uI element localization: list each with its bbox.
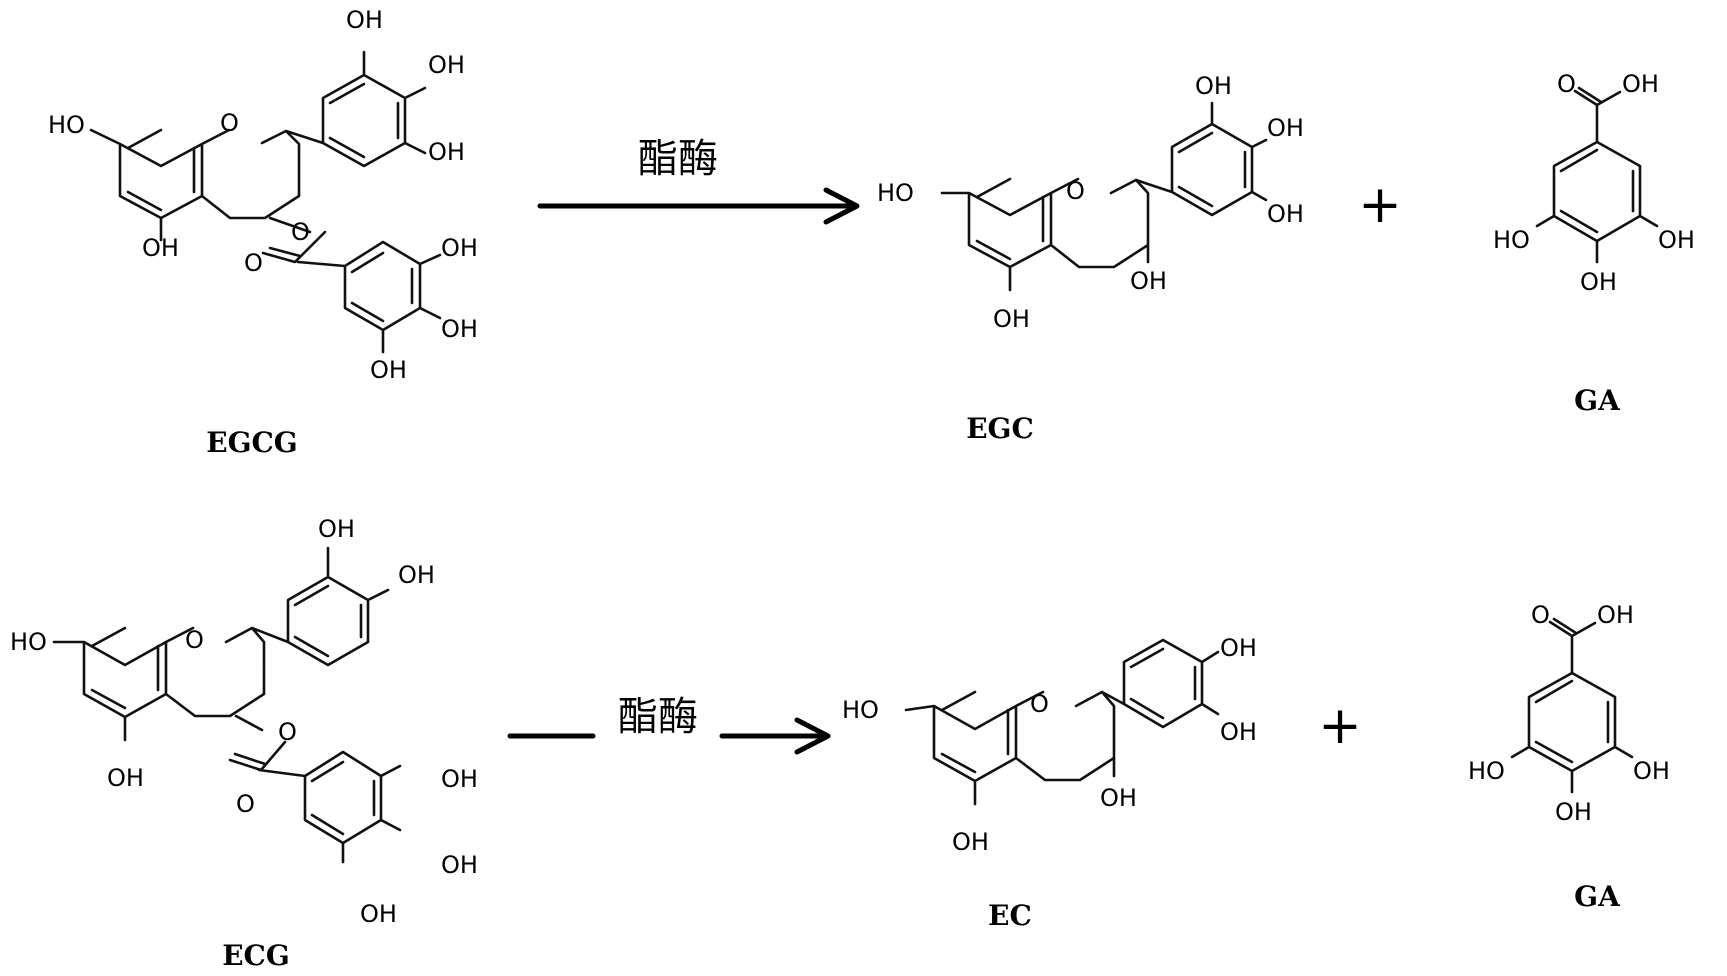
ga-1-oh4-label: OH: [1580, 268, 1617, 296]
reaction-2-plus-sign: +: [1318, 696, 1362, 756]
egc-b-oh5-label: OH: [1267, 200, 1304, 228]
molecule-ga-2: O OH HO OH OH GA: [1468, 601, 1670, 913]
ec-oh3-label: OH: [1100, 784, 1137, 812]
ga-2-name: GA: [1574, 880, 1621, 913]
ecg-ho7-label: HO: [10, 628, 47, 656]
ga-1-carbonyl-o-label: O: [1557, 70, 1576, 98]
egc-skeleton: [942, 103, 1266, 290]
ecg-oh5-label: OH: [107, 764, 144, 792]
ec-skeleton: [906, 640, 1218, 804]
ecg-g-oh3-label: OH: [441, 765, 478, 793]
egc-b-oh4-label: OH: [1267, 114, 1304, 142]
egcg-g-oh4-label: OH: [441, 315, 478, 343]
egc-ho7-label: HO: [877, 179, 914, 207]
ecg-g-oh5-label: OH: [360, 900, 397, 928]
egcg-carbonyl-o-label: O: [244, 249, 263, 277]
ecg-name: ECG: [222, 939, 290, 972]
ec-b-oh3-label: OH: [1220, 634, 1257, 662]
ga-1-oh3-label: HO: [1493, 226, 1530, 254]
reaction-2-arrow: 酯酶: [510, 694, 828, 752]
ga-1-oh5-label: OH: [1658, 226, 1695, 254]
reaction-1-enzyme-label: 酯酶: [638, 136, 718, 182]
molecule-egc: HO O OH OH OH OH OH EGC: [877, 72, 1304, 445]
ga-2-carbonyl-o-label: O: [1531, 601, 1550, 629]
egcg-skeleton: [91, 52, 440, 352]
ecg-b-oh4-label: OH: [398, 561, 435, 589]
ga-1-skeleton: [1537, 88, 1657, 262]
ga-2-oh3-label: HO: [1468, 757, 1505, 785]
molecule-ga-1: O OH HO OH OH GA: [1493, 70, 1695, 417]
ec-o1-label: O: [1030, 690, 1049, 718]
reaction-1-plus-sign: +: [1358, 175, 1402, 235]
ga-2-oh5-label: OH: [1633, 757, 1670, 785]
egcg-oh5-label: OH: [142, 234, 179, 262]
ec-name: EC: [988, 899, 1032, 932]
ecg-ester-o-label: O: [278, 718, 297, 746]
ec-ho7-label: HO: [842, 696, 879, 724]
ga-1-cooh-oh-label: OH: [1622, 70, 1659, 98]
egcg-name: EGCG: [206, 426, 297, 459]
ecg-g-oh4-label: OH: [441, 851, 478, 879]
egcg-b-oh3-label: OH: [346, 6, 383, 34]
egc-o1-label: O: [1066, 177, 1085, 205]
ga-2-skeleton: [1512, 619, 1632, 792]
egcg-b-oh4-label: OH: [428, 51, 465, 79]
ga-2-cooh-oh-label: OH: [1597, 601, 1634, 629]
ec-b-oh4-label: OH: [1220, 718, 1257, 746]
egcg-o1-label: O: [220, 109, 239, 137]
molecule-ec: HO O OH OH OH OH EC: [842, 634, 1257, 932]
egcg-ho7-label: HO: [48, 111, 85, 139]
ecg-skeleton: [54, 548, 400, 862]
reaction-2-enzyme-label: 酯酶: [618, 694, 698, 740]
egcg-b-oh5-label: OH: [428, 138, 465, 166]
molecule-ecg: HO O OH O O OH OH OH OH OH ECG: [10, 515, 478, 972]
egcg-ester-o-label: O: [291, 218, 310, 246]
molecule-egcg: HO O OH O O OH OH OH OH OH OH EGCG: [48, 6, 478, 459]
egc-b-oh3-label: OH: [1195, 72, 1232, 100]
egcg-g-oh3-label: OH: [441, 234, 478, 262]
ecg-o1-label: O: [185, 626, 204, 654]
ec-oh5-label: OH: [952, 828, 989, 856]
egc-name: EGC: [966, 412, 1034, 445]
egcg-g-oh5-label: OH: [370, 356, 407, 384]
egc-oh5-label: OH: [993, 305, 1030, 333]
ecg-carbonyl-o-label: O: [236, 790, 255, 818]
egc-oh3-label: OH: [1130, 267, 1167, 295]
ga-2-oh4-label: OH: [1555, 798, 1592, 826]
reaction-1-arrow: 酯酶: [540, 136, 857, 222]
ga-1-name: GA: [1574, 384, 1621, 417]
ecg-b-oh3-label: OH: [318, 515, 355, 543]
